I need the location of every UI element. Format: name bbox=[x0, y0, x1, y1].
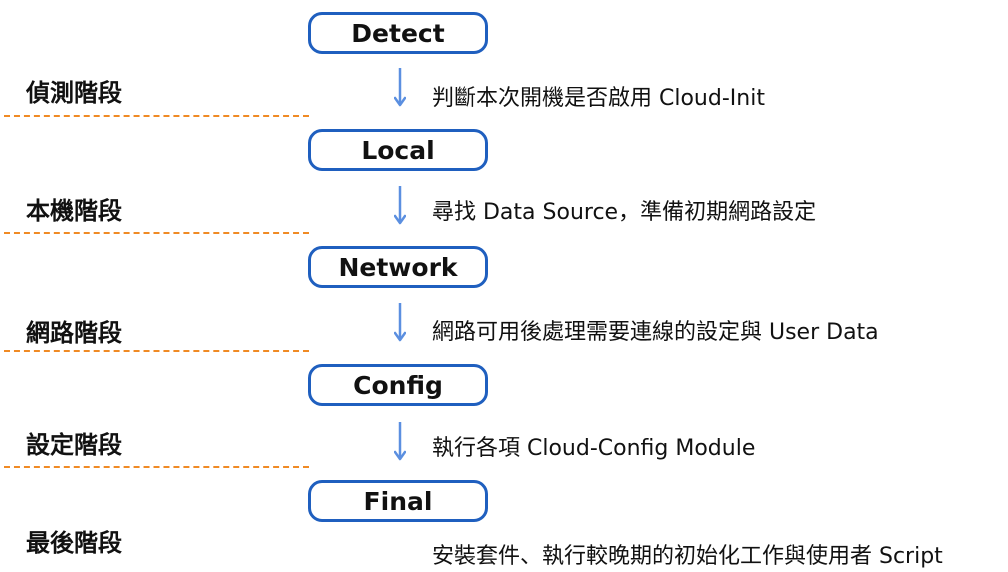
step-description-local: 尋找 Data Source，準備初期網路設定 bbox=[432, 200, 817, 225]
step-description-detect: 判斷本次開機是否啟用 Cloud-Init bbox=[432, 86, 765, 111]
down-arrow-icon bbox=[394, 186, 406, 225]
phase-divider bbox=[4, 466, 309, 468]
stage-label: Final bbox=[363, 486, 433, 516]
phase-divider bbox=[4, 115, 309, 117]
phase-label-local: 本機階段 bbox=[26, 197, 122, 225]
stage-label: Network bbox=[338, 252, 458, 282]
down-arrow-icon bbox=[394, 303, 406, 342]
step-description-network: 網路可用後處理需要連線的設定與 User Data bbox=[432, 320, 879, 345]
down-arrow-icon bbox=[394, 68, 406, 107]
step-description-config: 執行各項 Cloud-Config Module bbox=[432, 436, 756, 461]
phase-label-detect: 偵測階段 bbox=[26, 79, 122, 107]
stage-label: Detect bbox=[351, 18, 445, 48]
phase-label-config: 設定階段 bbox=[26, 431, 122, 459]
stage-label: Config bbox=[353, 370, 443, 400]
stage-box-final: Final bbox=[308, 480, 488, 522]
stage-box-config: Config bbox=[308, 364, 488, 406]
stage-box-detect: Detect bbox=[308, 12, 488, 54]
stage-box-local: Local bbox=[308, 129, 488, 171]
phase-label-final: 最後階段 bbox=[26, 529, 122, 557]
phase-label-network: 網路階段 bbox=[26, 319, 122, 347]
step-description-final: 安裝套件、執行較晚期的初始化工作與使用者 Script bbox=[432, 544, 943, 569]
stage-box-network: Network bbox=[308, 246, 488, 288]
phase-divider bbox=[4, 350, 309, 352]
down-arrow-icon bbox=[394, 422, 406, 461]
phase-divider bbox=[4, 232, 309, 234]
stage-label: Local bbox=[361, 135, 435, 165]
